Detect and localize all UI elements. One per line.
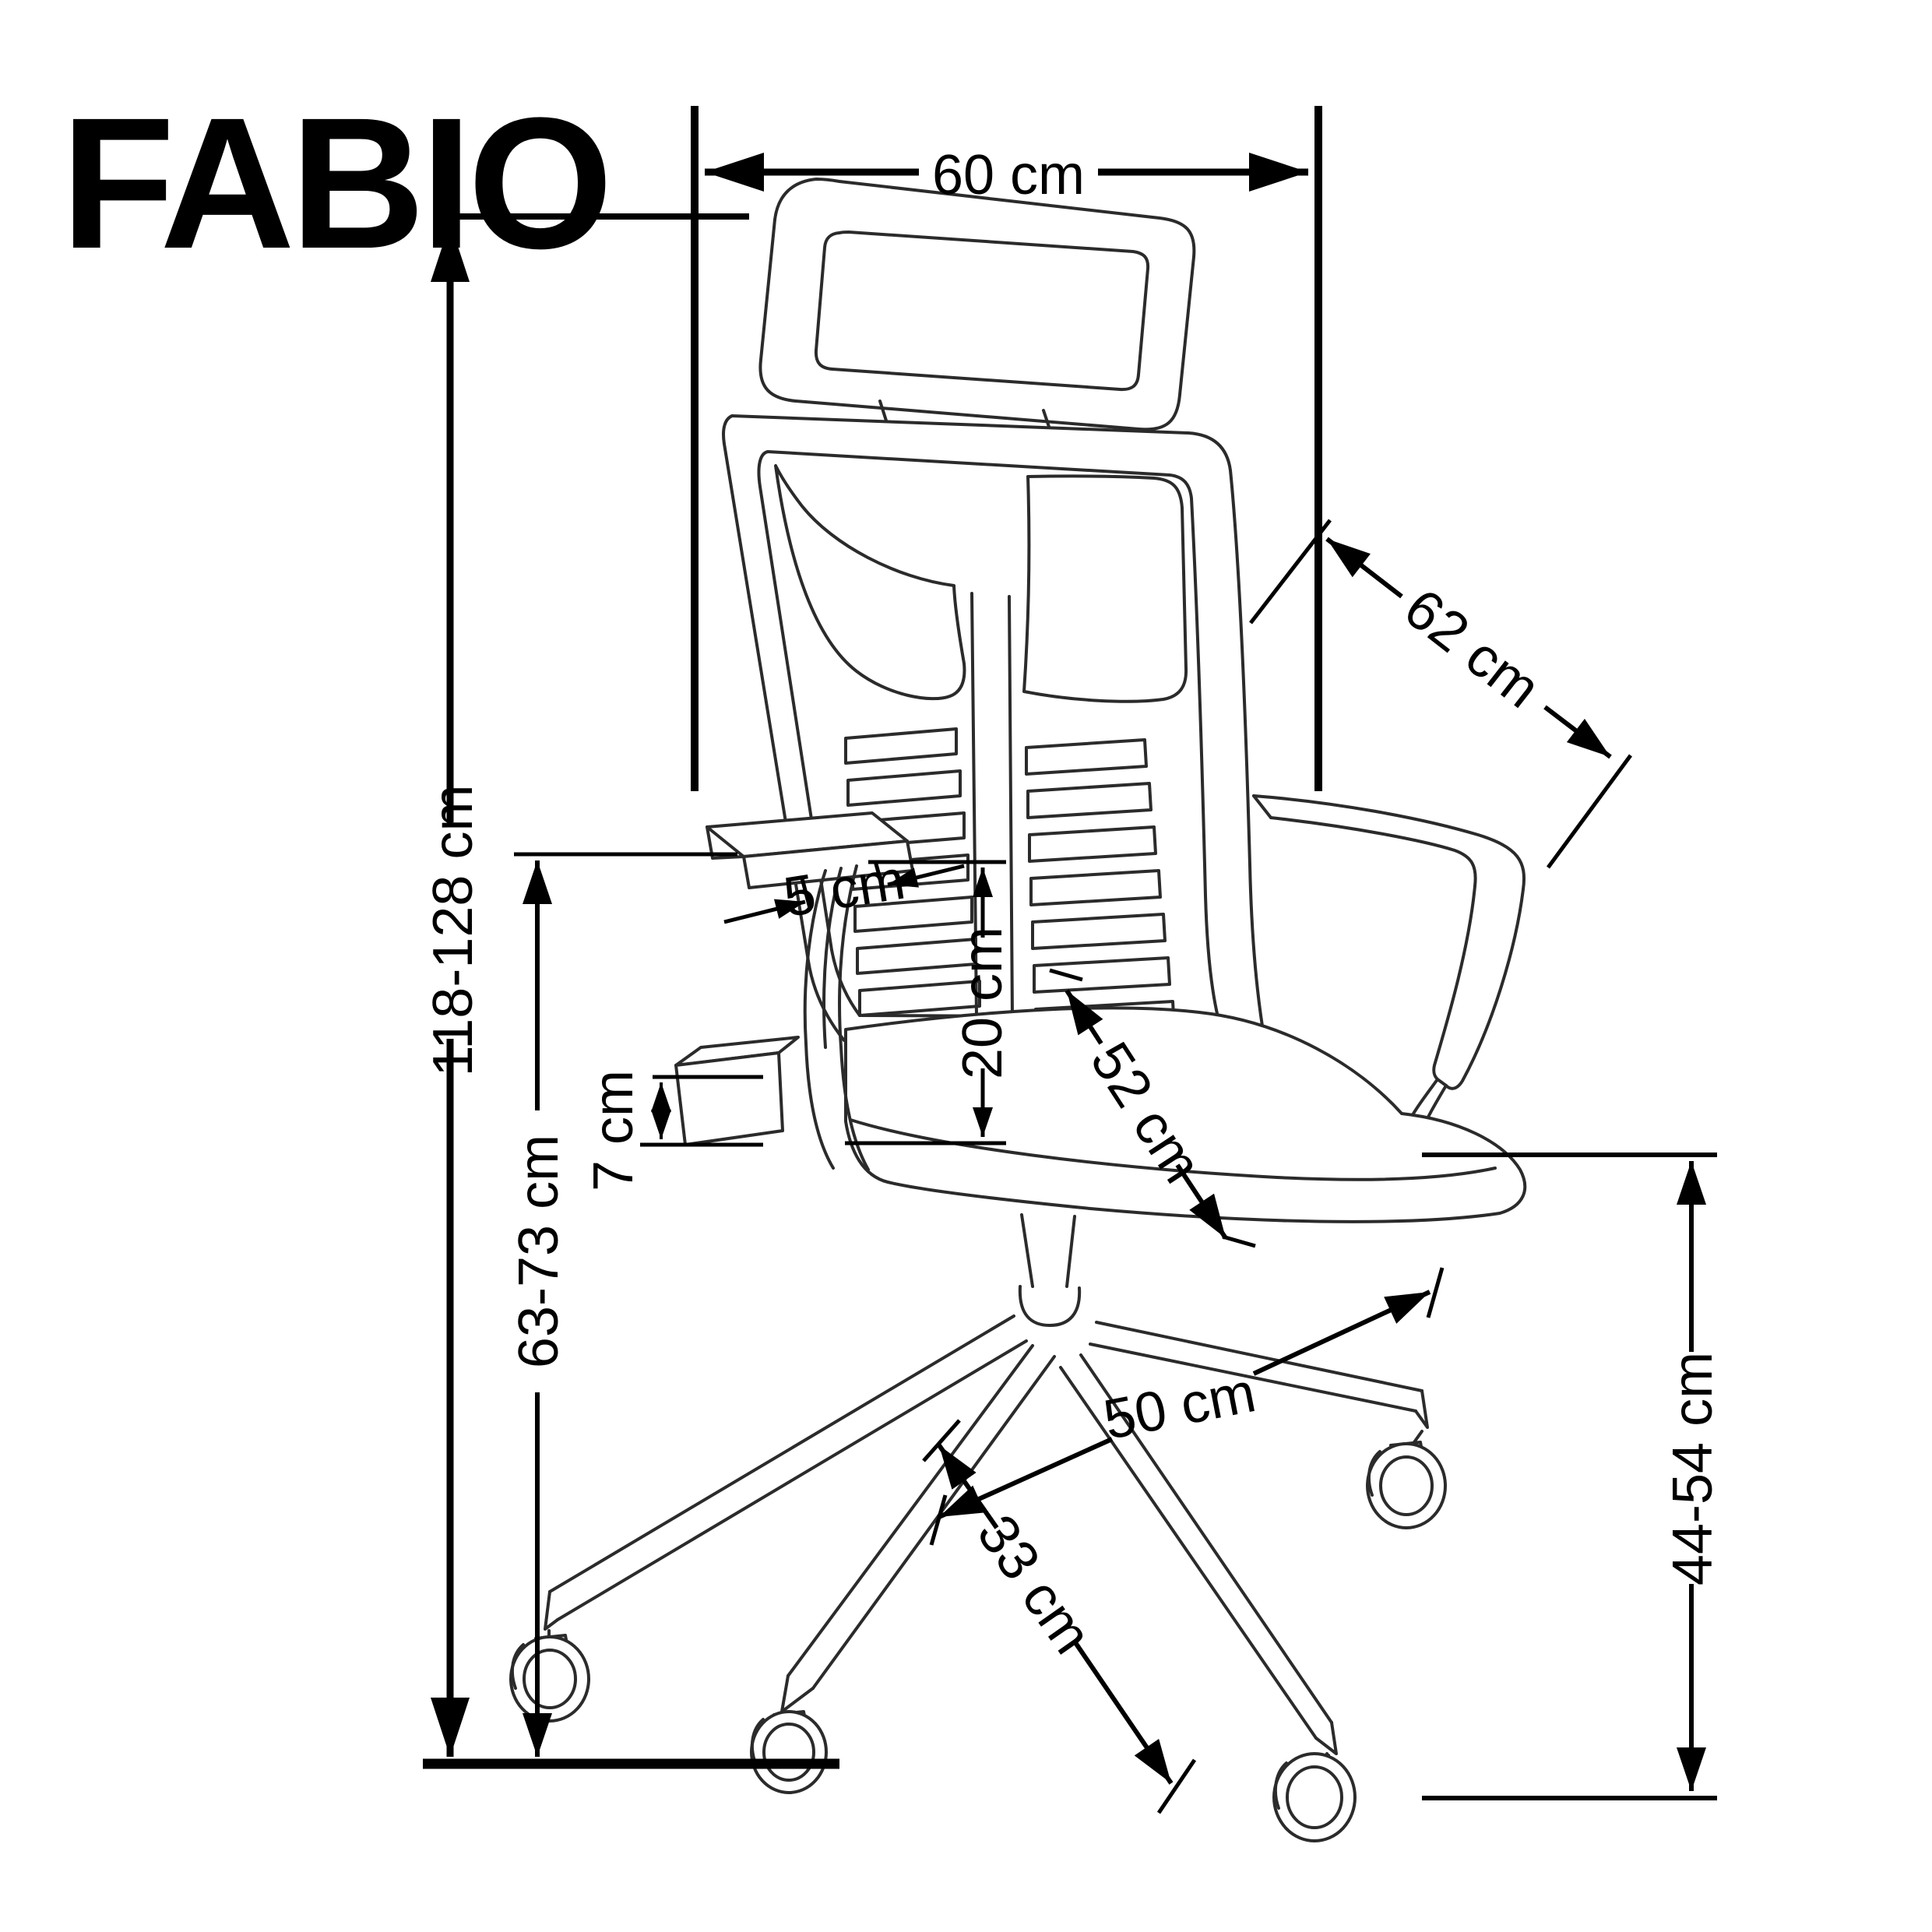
armrest-left-support-c	[822, 867, 843, 1049]
caster-hood	[750, 1718, 765, 1765]
dim-line	[1175, 1163, 1228, 1240]
headrest	[758, 178, 1196, 440]
seat-outline	[844, 1006, 1527, 1223]
dim-top-width: 60 cm	[691, 106, 1322, 791]
armrest-left-support-a	[803, 869, 835, 1170]
leader-line	[723, 899, 806, 924]
dim-label-44-54: 44-54 cm	[1662, 1352, 1724, 1585]
armrest-right-cap-top	[1252, 794, 1272, 819]
dim-backrest-to-seat: 20 cm	[845, 860, 1014, 1145]
chair-drawing	[509, 178, 1527, 1842]
caster-hood	[1273, 1761, 1288, 1810]
dim-label-7: 7 cm	[582, 1070, 645, 1191]
tick	[800, 878, 812, 909]
caster-wheel-inner	[1379, 1455, 1434, 1516]
dim-label-20: 20 cm	[952, 927, 1014, 1079]
tick	[1426, 1267, 1445, 1318]
caster-back-right	[1366, 1441, 1447, 1529]
dim-label-60: 60 cm	[932, 144, 1085, 206]
mesh-spine-right-edge	[1008, 595, 1014, 1020]
leg-back-right	[1089, 1321, 1429, 1444]
leader-line	[887, 864, 965, 888]
caster-hood	[1367, 1450, 1381, 1497]
caster-wheel-inner	[523, 1649, 577, 1709]
tick	[1222, 1234, 1256, 1248]
tick	[1249, 519, 1332, 625]
gas-lift-left	[1020, 1213, 1034, 1288]
backrest	[722, 414, 1266, 1042]
armrest-right-cap-bottom	[1436, 1078, 1448, 1087]
tick	[1049, 968, 1083, 982]
tick	[1546, 754, 1633, 869]
dim-line	[937, 1444, 999, 1529]
page-title: FABIO	[61, 79, 608, 287]
seat-front-edge	[849, 1118, 1497, 1181]
seat	[844, 1006, 1527, 1223]
dim-backrest-width: 62 cm	[1249, 519, 1633, 869]
dim-seat-depth: 50 cm	[929, 1267, 1445, 1546]
dim-armrest-pad: 7 cm	[582, 1070, 763, 1191]
caster-wheel-inner	[762, 1723, 815, 1782]
tick	[1156, 1758, 1197, 1814]
caster-wheel-inner	[1286, 1765, 1343, 1829]
dim-label-63-73: 63-73 cm	[508, 1135, 570, 1368]
mesh-opening-left	[774, 464, 966, 701]
tick	[929, 1494, 948, 1546]
caster-front-center	[1272, 1752, 1357, 1842]
dim-line	[1543, 705, 1612, 759]
dim-line	[1065, 989, 1103, 1045]
dim-label-50: 50 cm	[1099, 1361, 1261, 1452]
armrest-right-inner	[1269, 816, 1477, 1081]
dim-label-33: 33 cm	[965, 1504, 1103, 1665]
dim-line	[1252, 1290, 1431, 1376]
armrest-left-pad-end	[706, 825, 745, 860]
dim-line	[1325, 537, 1403, 599]
armrest-right-outer	[1252, 794, 1526, 1090]
leg-back-left	[544, 1314, 1028, 1646]
dim-label-62: 62 cm	[1393, 577, 1552, 720]
caster-hood	[510, 1643, 525, 1690]
mesh-opening-right	[1022, 474, 1188, 703]
caster-back-left	[509, 1634, 590, 1723]
dim-seat-height: 44-54 cm	[1422, 1153, 1724, 1800]
dim-line	[938, 1437, 1114, 1519]
mesh-slats-right	[1025, 738, 1176, 1037]
armrest-left-support-b	[838, 864, 870, 1171]
dim-overall-height: 118-128 cm	[422, 213, 749, 1757]
caster-front-left	[750, 1710, 828, 1794]
dim-label-118-128: 118-128 cm	[422, 785, 484, 1077]
headrest-cushion	[814, 231, 1150, 392]
dim-line	[1072, 1640, 1174, 1785]
armrest-left-box-front	[674, 1051, 784, 1146]
gas-lift-collar	[1018, 1285, 1082, 1327]
tick	[922, 1419, 961, 1462]
base	[509, 1213, 1447, 1842]
gas-lift-right	[1065, 1215, 1076, 1288]
dim-base-leg: 33 cm	[922, 1419, 1197, 1814]
dim-armrest-height: 63-73 cm	[508, 852, 737, 1757]
tick	[873, 860, 885, 890]
backrest-outer	[722, 414, 1266, 1042]
headrest-outer	[758, 178, 1196, 431]
